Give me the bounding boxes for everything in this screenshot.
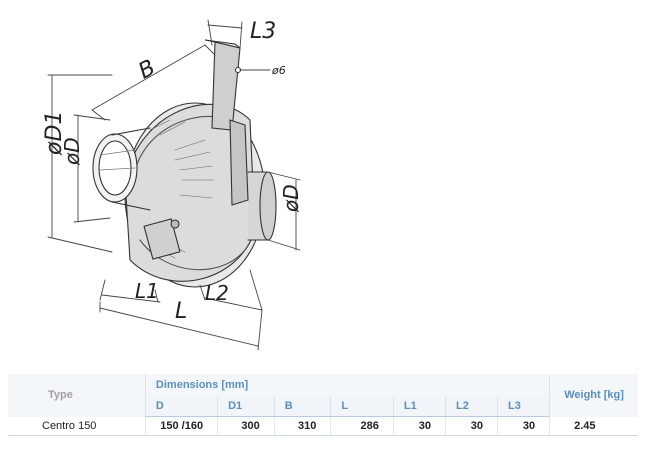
- label-d-right: øD: [279, 184, 303, 213]
- weight-cell: 2.45: [549, 416, 638, 436]
- value-b: 310: [273, 416, 331, 436]
- label-l2: L2: [205, 281, 229, 305]
- col-header-d: D: [144, 396, 218, 417]
- type-header: Type: [8, 374, 146, 417]
- weight-header: Weight [kg]: [549, 374, 638, 417]
- dimensions-header: Dimensions [mm]: [144, 374, 550, 396]
- label-l1: L1: [135, 279, 159, 303]
- col-header-l: L: [330, 396, 394, 417]
- label-l3: L3: [250, 19, 276, 44]
- col-header-l2: L2: [444, 396, 498, 417]
- value-d: 150 /160: [144, 416, 218, 436]
- spec-table: Type Dimensions [mm] Weight [kg] D D1 B …: [8, 374, 638, 436]
- col-header-b: B: [273, 396, 331, 417]
- type-cell: Centro 150: [8, 416, 146, 436]
- label-hole: ø6: [271, 64, 286, 77]
- fan-technical-drawing: L3 B ø6 øD1 øD øD L1 L2 L: [42, 19, 303, 351]
- label-l: L: [175, 299, 187, 324]
- label-d1: øD1: [42, 111, 67, 156]
- col-header-l3: L3: [497, 396, 550, 417]
- label-d-left: øD: [60, 137, 84, 166]
- col-header-l1: L1: [392, 396, 446, 417]
- table-row: Centro 150 150 /160 300 310 286 30 30 30…: [8, 416, 638, 436]
- value-l3: 30: [497, 416, 550, 436]
- value-d1: 300: [217, 416, 275, 436]
- value-l: 286: [330, 416, 394, 436]
- label-b: B: [135, 55, 160, 84]
- value-l2: 30: [444, 416, 498, 436]
- col-header-d1: D1: [217, 396, 275, 417]
- value-l1: 30: [392, 416, 446, 436]
- terminal-box: [143, 218, 181, 260]
